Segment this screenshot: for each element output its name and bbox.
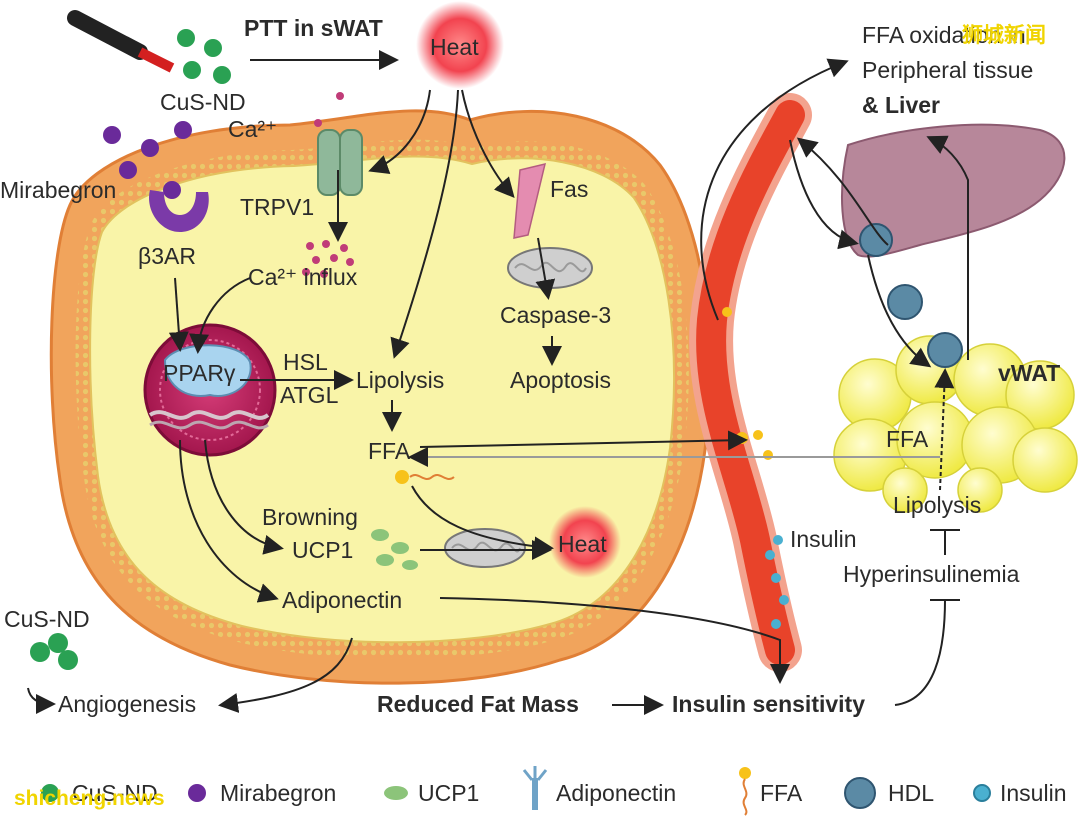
legend-label-ffa: FFA xyxy=(760,780,803,806)
vessel-insulin-dot xyxy=(771,573,781,583)
liver-label: & Liver xyxy=(862,92,940,118)
ffa-vwat-label: FFA xyxy=(886,426,929,452)
vessel-ffa-dot xyxy=(763,450,773,460)
mirabegron-cluster xyxy=(103,121,192,199)
adiponectin-icon xyxy=(522,766,548,810)
heat-burst-cell: Heat xyxy=(549,506,621,578)
legend-label-insulin: Insulin xyxy=(1000,780,1066,806)
vessel-ffa-dot xyxy=(753,430,763,440)
apoptosis-label: Apoptosis xyxy=(510,367,611,393)
lipolysis-vwat-label: Lipolysis xyxy=(893,492,981,518)
cus-nd-label-top: CuS-ND xyxy=(160,89,246,115)
nucleus xyxy=(143,323,277,457)
lipolysis-cell-label: Lipolysis xyxy=(356,367,444,393)
ptt-label: PTT in sWAT xyxy=(244,15,383,41)
ucp1-cluster xyxy=(371,529,418,570)
ucp1-label: UCP1 xyxy=(292,537,353,563)
cus-nd-label-left: CuS-ND xyxy=(4,606,90,632)
heat-label-top: Heat xyxy=(430,34,479,60)
legend-label-adiponectin: Adiponectin xyxy=(556,780,676,806)
hdl-icon xyxy=(887,284,923,320)
trpv1-label: TRPV1 xyxy=(240,194,314,220)
mitochondrion-icon xyxy=(507,247,593,289)
watermark-top: 狮城新闻 xyxy=(962,23,1046,47)
mirabegron-label: Mirabegron xyxy=(0,177,116,203)
hyperinsulinemia-label: Hyperinsulinemia xyxy=(843,561,1020,587)
ffa-cell-label: FFA xyxy=(368,438,411,464)
cus-nd-cluster-left xyxy=(30,633,78,670)
fas-receptor-icon xyxy=(513,162,547,239)
vessel-lumen xyxy=(696,100,805,665)
ffa-oxidation-label: FFA oxidation in xyxy=(862,22,1026,48)
heat-burst-top: Heat xyxy=(416,1,504,89)
fas-label: Fas xyxy=(550,176,588,202)
legend-label-mirabegron: Mirabegron xyxy=(220,780,336,806)
vessel-insulin-dot xyxy=(765,550,775,560)
cus-nd-icon xyxy=(41,784,59,802)
pathway-arrows xyxy=(27,58,969,715)
hdl-icon xyxy=(927,332,963,368)
legend: CuS-ND Mirabegron UCP1 Adiponectin FFA H… xyxy=(41,766,1066,816)
angiogenesis-label: Angiogenesis xyxy=(58,691,196,717)
laser-probe xyxy=(67,10,175,73)
caspase3-label: Caspase-3 xyxy=(500,302,611,328)
legend-label-cus-nd: CuS-ND xyxy=(72,780,158,806)
hsl-label: HSL xyxy=(283,349,328,375)
legend-label-ucp1: UCP1 xyxy=(418,780,479,806)
ffa-icon xyxy=(395,470,409,484)
vessel-insulin-dot xyxy=(773,535,783,545)
ca-influx-dots xyxy=(302,240,354,278)
insulin-label: Insulin xyxy=(790,526,856,552)
blood-vessel xyxy=(689,93,812,672)
insulin-sensitivity-label: Insulin sensitivity xyxy=(672,691,865,717)
ffa-icon xyxy=(739,767,751,816)
ppar-label: PPARγ xyxy=(163,360,236,386)
hdl-icon xyxy=(844,777,876,809)
atgl-label: ATGL xyxy=(280,382,339,408)
vessel-ffa-dot xyxy=(736,432,748,444)
heat-label-cell: Heat xyxy=(558,531,607,557)
legend-label-hdl: HDL xyxy=(888,780,934,806)
ca-influx-label: Ca²⁺ influx xyxy=(248,264,358,290)
mirabegron-icon xyxy=(188,784,206,802)
peripheral-tissue-label: Peripheral tissue xyxy=(862,57,1033,83)
b3ar-receptor-icon xyxy=(149,190,209,232)
watermark-bottom: shicheng.news xyxy=(14,787,165,810)
ca2-label: Ca²⁺ xyxy=(228,116,277,142)
vessel-insulin-dot xyxy=(771,619,781,629)
insulin-icon xyxy=(973,784,991,802)
vessel-insulin-dot xyxy=(779,595,789,605)
vessel-ffa-dot xyxy=(722,307,732,317)
mitochondrion-icon xyxy=(444,528,526,568)
reduced-fat-mass-label: Reduced Fat Mass xyxy=(377,691,579,717)
adiponectin-label: Adiponectin xyxy=(282,587,402,613)
liver-organ xyxy=(841,123,1066,258)
cus-nd-cluster-top xyxy=(177,29,231,84)
vwat-label: vWAT xyxy=(998,360,1060,386)
hdl-icon xyxy=(859,223,893,257)
ucp1-icon xyxy=(384,786,408,800)
b3ar-label: β3AR xyxy=(138,243,196,269)
trpv1-channel-icon xyxy=(317,129,363,196)
browning-label: Browning xyxy=(262,504,358,530)
